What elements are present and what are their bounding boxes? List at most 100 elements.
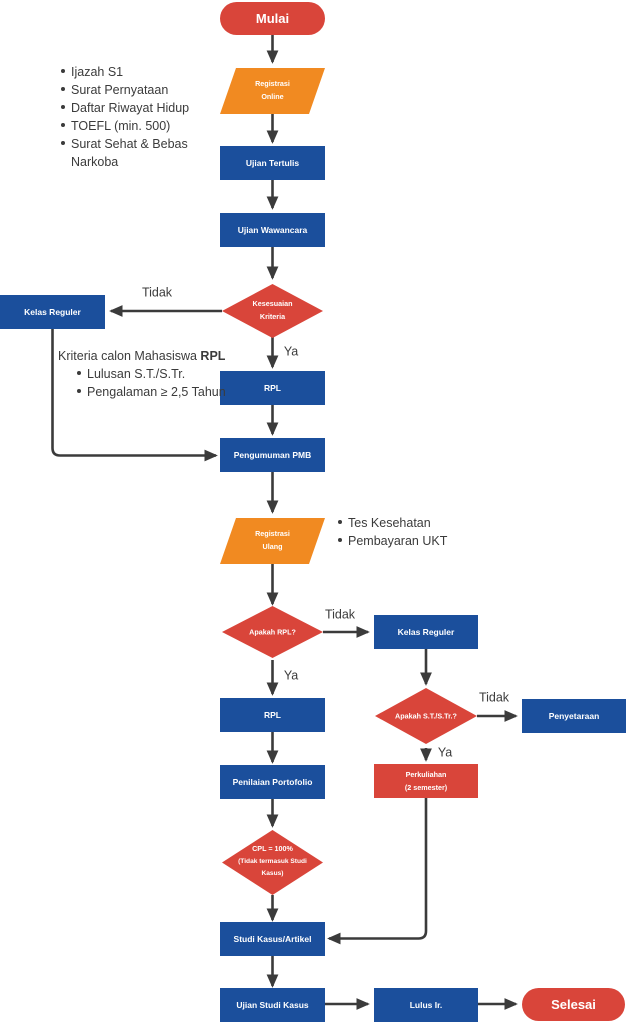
node-cpl-label-line3: Kasus) (262, 870, 284, 877)
node-registrasi-ulang-label-line1: Registrasi (255, 529, 290, 538)
node-ujian-studi-kasus-shape[interactable] (220, 988, 325, 1022)
note-persyaratan: Ijazah S1 Surat Pernyataan Daftar Riwaya… (61, 65, 189, 169)
node-penyetaraan-shape[interactable] (522, 699, 626, 733)
node-penyetaraan-label: Penyetaraan (549, 711, 600, 721)
node-penilaian-portofolio[interactable]: Penilaian Portofolio (220, 765, 325, 799)
node-penyetaraan[interactable]: Penyetaraan (522, 699, 626, 733)
node-apakah-st-str[interactable]: Apakah S.T./S.Tr.? (375, 688, 477, 744)
node-apakah-st-str-label: Apakah S.T./S.Tr.? (395, 711, 457, 720)
bullet-icon (77, 371, 81, 375)
node-selesai-label: Selesai (551, 997, 596, 1012)
node-rpl-bawah-shape[interactable] (220, 698, 325, 732)
note-registrasi-ulang-item-0: Tes Kesehatan (348, 516, 431, 530)
node-registrasi-online-shape[interactable] (220, 68, 325, 114)
node-rpl-bawah[interactable]: RPL (220, 698, 325, 732)
node-cpl-label-line1: CPL = 100% (252, 844, 293, 853)
node-registrasi-ulang[interactable]: Registrasi Ulang (220, 518, 325, 564)
node-ujian-tertulis-shape[interactable] (220, 146, 325, 180)
note-registrasi-ulang: Tes Kesehatan Pembayaran UKT (338, 516, 448, 548)
note-kriteria-rpl-item-0: Lulusan S.T./S.Tr. (87, 367, 185, 381)
node-ujian-studi-kasus-label: Ujian Studi Kasus (236, 1000, 309, 1010)
bullet-icon (61, 141, 65, 145)
bullet-icon (338, 538, 342, 542)
node-apakah-rpl[interactable]: Apakah RPL? (222, 606, 323, 658)
note-kriteria-rpl-heading-bold: RPL (200, 349, 225, 363)
node-registrasi-ulang-label-line2: Ulang (263, 542, 283, 551)
note-persyaratan-item-1: Surat Pernyataan (71, 83, 168, 97)
node-apakah-rpl-shape[interactable] (222, 606, 323, 658)
node-registrasi-online[interactable]: Registrasi Online (220, 68, 325, 114)
node-studi-kasus-artikel[interactable]: Studi Kasus/Artikel (220, 922, 325, 956)
node-lulus-ir-shape[interactable] (374, 988, 478, 1022)
node-kelas-reguler-tengah[interactable]: Kelas Reguler (374, 615, 478, 649)
node-lulus-ir-label: Lulus Ir. (410, 1000, 443, 1010)
node-perkuliahan-shape[interactable] (374, 764, 478, 798)
note-kriteria-rpl: Kriteria calon Mahasiswa RPL Lulusan S.T… (58, 349, 226, 399)
node-ujian-wawancara[interactable]: Ujian Wawancara (220, 213, 325, 247)
node-selesai-shape[interactable] (522, 988, 625, 1021)
node-kelas-reguler-kiri-shape[interactable] (0, 295, 105, 329)
bullet-icon (61, 87, 65, 91)
node-rpl-bawah-label: RPL (264, 710, 281, 720)
node-rpl-atas-shape[interactable] (220, 371, 325, 405)
node-mulai[interactable]: Mulai (220, 2, 325, 35)
edge-kelasreguler-to-pengumuman (51, 329, 218, 462)
edge-label-kriteria-ya: Ya (284, 344, 298, 358)
note-persyaratan-item-5: Narkoba (71, 155, 118, 169)
bullet-icon (61, 123, 65, 127)
edge-label-apakah-rpl-ya: Ya (284, 668, 298, 682)
node-ujian-wawancara-label: Ujian Wawancara (238, 225, 308, 235)
bullet-icon (61, 69, 65, 73)
node-pengumuman-pmb-shape[interactable] (220, 438, 325, 472)
node-rpl-atas[interactable]: RPL (220, 371, 325, 405)
bullet-icon (61, 105, 65, 109)
note-kriteria-rpl-heading: Kriteria calon Mahasiswa RPL (58, 349, 226, 363)
node-kelas-reguler-tengah-shape[interactable] (374, 615, 478, 649)
edge-label-apakah-st-tidak: Tidak (479, 690, 510, 704)
node-studi-kasus-artikel-label: Studi Kasus/Artikel (234, 934, 312, 944)
note-registrasi-ulang-item-1: Pembayaran UKT (348, 534, 448, 548)
node-penilaian-portofolio-shape[interactable] (220, 765, 325, 799)
node-mulai-shape[interactable] (220, 2, 325, 35)
node-kesesuaian-kriteria-shape[interactable] (222, 284, 323, 338)
note-persyaratan-item-3: TOEFL (min. 500) (71, 119, 170, 133)
edge-perkuliahan-to-studikasus (327, 798, 428, 945)
note-persyaratan-item-4: Surat Sehat & Bebas (71, 137, 188, 151)
node-apakah-st-str-shape[interactable] (375, 688, 477, 744)
note-persyaratan-item-2: Daftar Riwayat Hidup (71, 101, 189, 115)
edge-label-apakah-rpl-tidak: Tidak (325, 607, 356, 621)
node-ujian-wawancara-shape[interactable] (220, 213, 325, 247)
node-kesesuaian-kriteria[interactable]: Kesesuaian Kriteria (222, 284, 323, 338)
edge-label-kriteria-tidak: Tidak (142, 285, 173, 299)
node-kelas-reguler-kiri-label: Kelas Reguler (24, 307, 81, 317)
node-registrasi-online-label-line1: Registrasi (255, 79, 290, 88)
node-perkuliahan-label-line2: (2 semester) (405, 783, 448, 792)
node-cpl[interactable]: CPL = 100% (Tidak termasuk Studi Kasus) (222, 830, 323, 895)
node-kelas-reguler-tengah-label: Kelas Reguler (398, 627, 455, 637)
node-penilaian-portofolio-label: Penilaian Portofolio (233, 777, 313, 787)
node-apakah-rpl-label: Apakah RPL? (249, 627, 296, 636)
node-pengumuman-pmb-label: Pengumuman PMB (234, 450, 311, 460)
node-kesesuaian-kriteria-label-line1: Kesesuaian (253, 299, 293, 308)
bullet-icon (338, 520, 342, 524)
node-ujian-tertulis[interactable]: Ujian Tertulis (220, 146, 325, 180)
node-pengumuman-pmb[interactable]: Pengumuman PMB (220, 438, 325, 472)
node-ujian-studi-kasus[interactable]: Ujian Studi Kasus (220, 988, 325, 1022)
node-mulai-label: Mulai (256, 11, 289, 26)
node-cpl-shape[interactable] (222, 830, 323, 895)
note-kriteria-rpl-item-1: Pengalaman ≥ 2,5 Tahun (87, 385, 226, 399)
node-ujian-tertulis-label: Ujian Tertulis (246, 158, 299, 168)
node-registrasi-ulang-shape[interactable] (220, 518, 325, 564)
node-studi-kasus-artikel-shape[interactable] (220, 922, 325, 956)
node-perkuliahan[interactable]: Perkuliahan (2 semester) (374, 764, 478, 798)
node-lulus-ir[interactable]: Lulus Ir. (374, 988, 478, 1022)
edge-labels: Tidak Ya Tidak Ya Tidak Ya (142, 285, 510, 759)
edge-label-apakah-st-ya: Ya (438, 745, 452, 759)
connectors (51, 34, 518, 1010)
bullet-icon (77, 389, 81, 393)
node-selesai[interactable]: Selesai (522, 988, 625, 1021)
node-cpl-label-line2: (Tidak termasuk Studi (238, 858, 307, 865)
node-perkuliahan-label-line1: Perkuliahan (406, 770, 447, 779)
node-kelas-reguler-kiri[interactable]: Kelas Reguler (0, 295, 105, 329)
